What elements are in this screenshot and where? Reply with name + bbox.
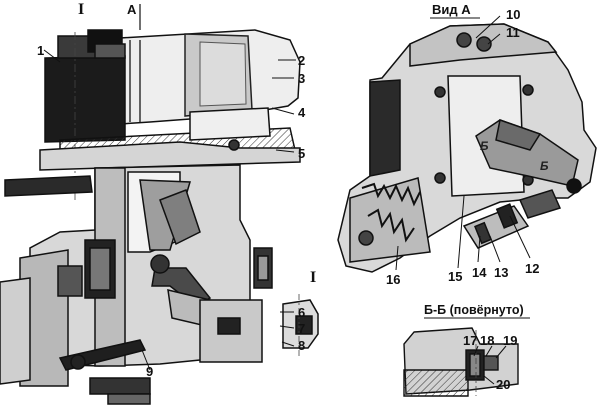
- callout-12: 12: [525, 261, 540, 276]
- callout-2: 2: [298, 53, 306, 68]
- main-section-view: [0, 4, 319, 405]
- callout-11: 11: [506, 25, 520, 40]
- callout-15: 15: [448, 269, 463, 284]
- callout-4: 4: [298, 105, 306, 120]
- callout-20: 20: [496, 377, 511, 392]
- section-mark-i-detail: I: [310, 269, 317, 286]
- callout-8: 8: [298, 338, 306, 353]
- callout-19: 19: [503, 333, 518, 348]
- cut-mark-b-2: Б: [540, 159, 549, 173]
- callout-18: 18: [480, 333, 495, 348]
- callout-7: 7: [298, 321, 306, 336]
- callout-1: 1: [37, 43, 45, 58]
- callout-13: 13: [494, 265, 509, 280]
- callout-5: 5: [298, 146, 306, 161]
- view-a-title: Вид А: [432, 2, 471, 17]
- callout-10: 10: [506, 7, 521, 22]
- callout-14: 14: [472, 265, 487, 280]
- callout-9: 9: [146, 364, 154, 379]
- view-a-diagram: [337, 15, 597, 273]
- cut-mark-b-1: Б: [480, 139, 489, 153]
- callout-6: 6: [298, 305, 306, 320]
- section-b-b-diagram: [403, 317, 530, 397]
- callout-3: 3: [298, 71, 306, 86]
- callout-16: 16: [386, 272, 401, 287]
- callout-17: 17: [463, 333, 478, 348]
- section-b-b-title: Б-Б (повёрнуто): [424, 303, 524, 317]
- section-mark-i-top: I: [78, 1, 85, 18]
- view-mark-a: A: [127, 2, 137, 17]
